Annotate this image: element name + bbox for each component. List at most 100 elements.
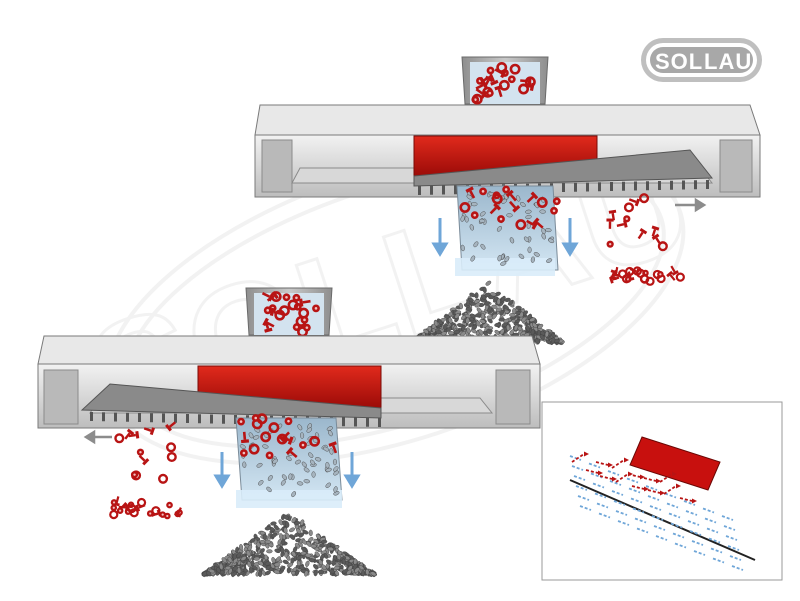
- nut-part: [657, 241, 668, 252]
- pellet: [499, 328, 505, 335]
- pellet-flow-arrow: [590, 472, 603, 479]
- pellet: [326, 542, 332, 549]
- pellet-flow-arrow: [727, 545, 740, 551]
- pellet: [303, 467, 310, 473]
- belt-cleat: [454, 185, 457, 195]
- nut-part: [621, 274, 632, 284]
- pellet: [318, 559, 324, 566]
- pellet-flow-arrow: [645, 485, 658, 491]
- pellet: [301, 546, 307, 552]
- pellet: [548, 238, 555, 244]
- pellet: [480, 294, 487, 300]
- pellet: [480, 313, 485, 320]
- metal-flow-arrow: [643, 477, 657, 482]
- flow-arrow-left: [431, 218, 449, 257]
- bolt-part: [165, 421, 177, 432]
- belt-cleat: [682, 180, 685, 190]
- belt-cleat: [186, 414, 189, 423]
- pellet: [264, 526, 272, 531]
- bolt-part: [489, 73, 499, 86]
- pellet: [262, 533, 267, 541]
- bolt-part: [666, 270, 676, 281]
- pellet: [325, 482, 331, 488]
- pellet: [453, 329, 460, 334]
- inset-detail: [541, 401, 783, 581]
- pellet: [466, 194, 473, 200]
- pellet: [275, 556, 282, 562]
- nut-part: [166, 451, 177, 463]
- nut-part: [536, 197, 548, 208]
- pellet: [286, 566, 291, 574]
- metal-flow-arrow: [663, 485, 677, 495]
- pellet: [527, 313, 532, 320]
- pellet: [509, 237, 515, 244]
- pellet: [264, 561, 272, 566]
- belt-cleat: [694, 180, 697, 190]
- pellet: [271, 557, 276, 564]
- pellet: [486, 315, 493, 320]
- pellet-flow-arrow: [569, 455, 582, 461]
- pellet: [294, 569, 300, 577]
- pellet: [499, 309, 505, 316]
- pellet-flow-arrow: [731, 565, 744, 571]
- pellet-flow-arrow: [647, 495, 660, 501]
- metal-parts-pile: [609, 265, 685, 286]
- belt-cleat: [114, 412, 117, 422]
- pellet: [327, 546, 334, 552]
- belt-cleat: [610, 182, 613, 191]
- pellet: [247, 561, 252, 568]
- pellet: [227, 556, 233, 563]
- nut-part: [166, 442, 177, 453]
- nut-part: [274, 309, 286, 321]
- pellet: [252, 565, 258, 571]
- pellet: [532, 322, 538, 329]
- pellet: [485, 280, 492, 286]
- pellet: [333, 470, 340, 476]
- pellet: [314, 551, 320, 557]
- pellet-flow-arrow: [571, 465, 584, 471]
- belt-cleat: [418, 186, 421, 195]
- pellet-flow-arrow: [712, 557, 725, 564]
- pellet: [293, 521, 301, 526]
- bolt-part: [520, 77, 532, 86]
- pellet-flow-arrow: [630, 497, 643, 504]
- metal-flow-arrow: [599, 475, 613, 480]
- pellet: [261, 569, 267, 576]
- pellet: [236, 552, 242, 558]
- pellet: [285, 521, 290, 528]
- belt-cleat: [138, 413, 141, 422]
- inset-metal-flow-arrows: [571, 451, 697, 504]
- pellet: [447, 331, 455, 336]
- pellet: [297, 424, 303, 431]
- pellet: [501, 322, 508, 328]
- pellet: [300, 525, 306, 531]
- pellet-flow-arrow: [596, 502, 609, 509]
- inset-frame: [541, 401, 783, 581]
- metal-flow-arrow: [585, 469, 599, 474]
- bolt-part: [143, 427, 155, 436]
- pellet: [516, 195, 521, 202]
- pellet: [458, 302, 463, 310]
- pellet: [539, 209, 546, 214]
- pellet: [508, 300, 514, 306]
- pellet: [461, 324, 466, 332]
- pellet: [466, 299, 471, 306]
- pellet: [480, 243, 486, 250]
- pellet: [288, 473, 293, 480]
- pellet: [253, 435, 260, 440]
- pellet: [231, 571, 237, 577]
- pellet: [479, 211, 486, 217]
- pellet: [208, 568, 215, 574]
- pellet: [239, 444, 246, 449]
- pellet: [262, 444, 269, 449]
- nut-part: [260, 431, 272, 443]
- pellet-flow-arrow: [651, 515, 664, 521]
- pellet: [460, 244, 465, 252]
- pellet: [527, 246, 532, 254]
- pellet: [239, 544, 244, 551]
- pellet: [474, 302, 481, 308]
- pellet: [253, 556, 260, 561]
- falling-metal-parts: [459, 185, 561, 231]
- metal-flow-arrow: [595, 461, 609, 466]
- pellet: [283, 514, 289, 520]
